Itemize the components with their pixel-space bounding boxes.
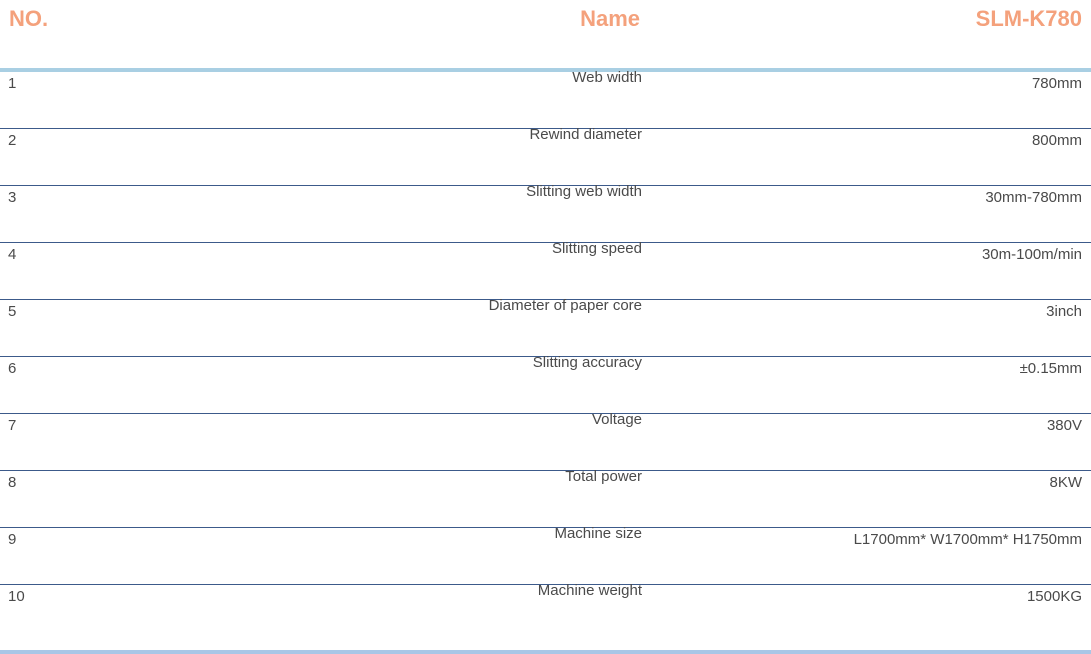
table-row: 3 Slitting web width 30mm-780mm	[0, 183, 1091, 243]
row-name: Slitting web width	[526, 183, 642, 200]
row-name: Voltage	[591, 411, 642, 428]
row-number: 4	[8, 246, 17, 263]
row-name: Slitting speed	[551, 240, 642, 257]
row-value: 380V	[1046, 417, 1082, 434]
row-number: 1	[8, 75, 17, 92]
table-row: 4 Slitting speed 30m-100m/min	[0, 240, 1091, 300]
row-name: Diameter of paper core	[488, 297, 642, 314]
header-no: NO.	[9, 6, 49, 31]
row-name: Rewind diameter	[529, 126, 642, 143]
header-model: SLM-K780	[975, 6, 1082, 31]
table-row: 10 Machine weight 1500KG	[0, 582, 1091, 654]
row-name: Machine weight	[537, 582, 642, 599]
row-value: 800mm	[1031, 132, 1082, 149]
row-value: ±0.15mm	[1019, 360, 1082, 377]
row-name: Slitting accuracy	[532, 354, 642, 371]
table-header: NO. Name SLM-K780	[0, 0, 1091, 72]
row-name: Web width	[572, 69, 642, 86]
row-value: 1500KG	[1026, 588, 1082, 605]
row-number: 2	[8, 132, 17, 149]
table-row: 8 Total power 8KW	[0, 468, 1091, 528]
table-row: 9 Machine size L1700mm* W1700mm* H1750mm	[0, 525, 1091, 585]
row-number: 5	[8, 303, 17, 320]
table-row: 1 Web width 780mm	[0, 69, 1091, 129]
header-name: Name	[580, 6, 640, 31]
table-row: 5 Diameter of paper core 3inch	[0, 297, 1091, 357]
row-number: 9	[8, 531, 17, 548]
table-row: 2 Rewind diameter 800mm	[0, 126, 1091, 186]
row-name: Machine size	[554, 525, 642, 542]
row-value: L1700mm* W1700mm* H1750mm	[853, 531, 1082, 548]
row-number: 3	[8, 189, 17, 206]
row-value: 30m-100m/min	[981, 246, 1082, 263]
row-number: 8	[8, 474, 17, 491]
table-row: 7 Voltage 380V	[0, 411, 1091, 471]
row-value: 30mm-780mm	[985, 189, 1082, 206]
table-body: 1 Web width 780mm 2 Rewind diameter 800m…	[0, 69, 1091, 654]
row-value: 780mm	[1031, 75, 1082, 92]
row-value: 8KW	[1049, 474, 1082, 491]
row-number: 7	[8, 417, 17, 434]
table-row: 6 Slitting accuracy ±0.15mm	[0, 354, 1091, 414]
row-value: 3inch	[1046, 303, 1082, 320]
row-number: 6	[8, 360, 17, 377]
row-name: Total power	[565, 468, 642, 485]
row-number: 10	[8, 588, 25, 605]
